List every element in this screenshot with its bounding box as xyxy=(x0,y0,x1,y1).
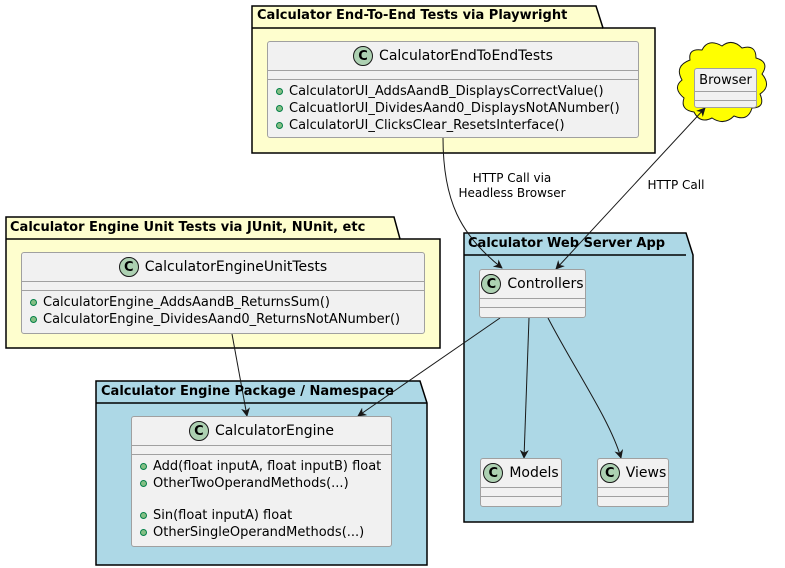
class-models: C Models xyxy=(480,458,562,507)
class-badge-icon: C xyxy=(188,421,209,441)
class-calculator-engine: C CalculatorEngine Add(float inputA, flo… xyxy=(131,416,392,547)
class-controllers: C Controllers xyxy=(479,269,586,318)
public-method-icon xyxy=(30,316,37,323)
public-method-icon xyxy=(30,299,37,306)
edge-label-http-call: HTTP Call xyxy=(647,178,705,192)
edge-unit-to-engine xyxy=(231,333,250,417)
public-method-icon xyxy=(140,480,147,487)
public-method-icon xyxy=(140,463,147,470)
public-method-icon xyxy=(140,529,147,536)
class-name: Models xyxy=(509,465,559,481)
member-item: CalculatorUI_AddsAandB_DisplaysCorrectVa… xyxy=(276,83,638,100)
class-name: CalculatorEndToEndTests xyxy=(379,48,553,64)
browser-node: Browser xyxy=(694,68,757,108)
edge-e2e-to-controllers xyxy=(442,137,503,269)
class-badge-icon: C xyxy=(483,463,504,483)
package-e2e-title: Calculator End-To-End Tests via Playwrig… xyxy=(257,8,568,23)
class-badge-icon: C xyxy=(481,274,502,294)
package-unit-title: Calculator Engine Unit Tests via JUnit, … xyxy=(10,220,366,235)
browser-label: Browser xyxy=(699,72,752,88)
member-item: CalculatorEngine_DividesAand0_ReturnsNot… xyxy=(30,311,424,328)
member-item: Add(float inputA, float inputB) float xyxy=(140,458,391,475)
class-badge-icon: C xyxy=(599,463,620,483)
class-name: Controllers xyxy=(507,276,584,292)
package-web-title: Calculator Web Server App xyxy=(468,236,666,251)
member-item: Sin(float inputA) float xyxy=(140,507,391,524)
edge-controllers-to-views xyxy=(547,317,624,459)
public-method-icon xyxy=(276,122,283,129)
class-calculator-end-to-end-tests: C CalculatorEndToEndTests CalculatorUI_A… xyxy=(267,41,639,138)
member-item: CalcuatlorUI_DividesAand0_DisplaysNotANu… xyxy=(276,100,638,117)
edge-controllers-to-engine xyxy=(357,317,501,417)
class-name: CalculatorEngineUnitTests xyxy=(144,259,328,275)
public-method-icon xyxy=(140,512,147,519)
public-method-icon xyxy=(276,88,283,95)
member-item: CalculatorUI_ClicksClear_ResetsInterface… xyxy=(276,117,638,134)
edge-controllers-to-models xyxy=(519,317,530,459)
class-badge-icon: C xyxy=(353,46,374,66)
public-method-icon xyxy=(276,105,283,112)
member-item: OtherSingleOperandMethods(...) xyxy=(140,524,391,541)
member-item: CalculatorEngine_AddsAandB_ReturnsSum() xyxy=(30,294,424,311)
member-item: OtherTwoOperandMethods(...) xyxy=(140,475,391,492)
class-name: Views xyxy=(625,465,667,481)
class-views: C Views xyxy=(597,458,669,507)
package-engine-title: Calculator Engine Package / Namespace xyxy=(101,384,394,399)
edge-label-headless: HTTP Call via Headless Browser xyxy=(458,171,566,200)
edge-browser-controllers xyxy=(555,107,706,270)
class-calculator-engine-unit-tests: C CalculatorEngineUnitTests CalculatorEn… xyxy=(21,252,425,334)
class-name: CalculatorEngine xyxy=(214,423,335,439)
class-badge-icon: C xyxy=(118,257,139,277)
